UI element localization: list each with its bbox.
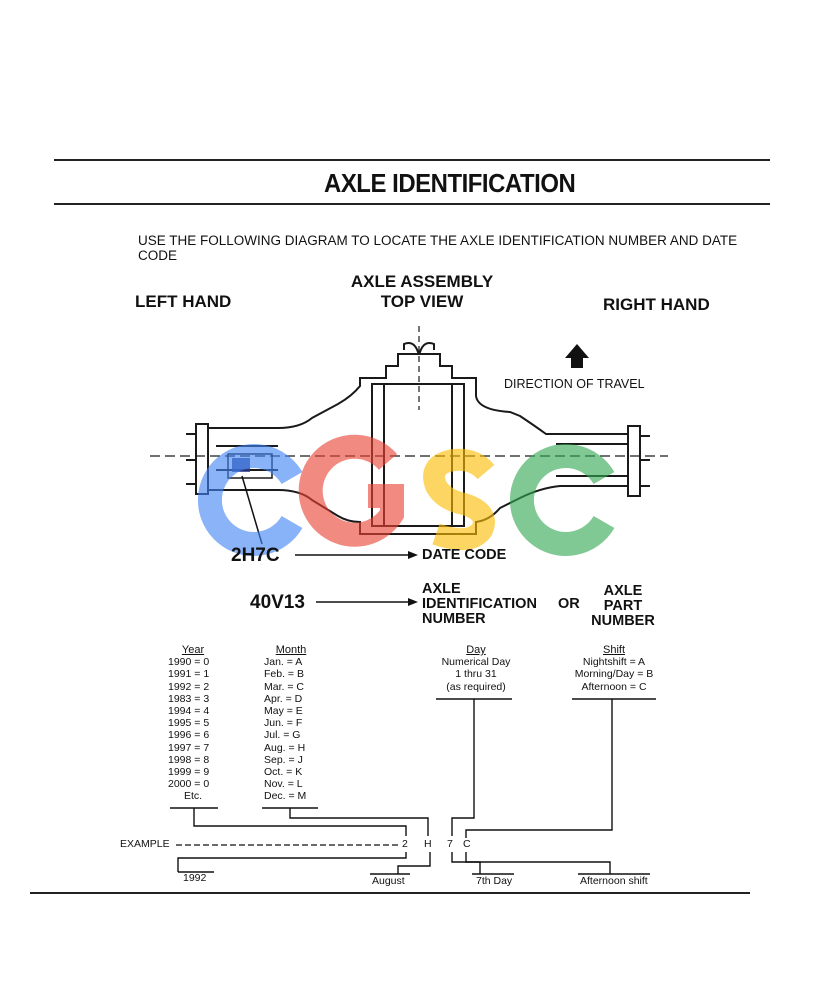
year-entry: 1995 = 5 <box>168 717 210 730</box>
shift-result: Afternoon shift <box>580 875 648 887</box>
id-number-label: AXLE IDENTIFICATION NUMBER <box>422 582 537 627</box>
page-title: AXLE IDENTIFICATION <box>324 168 576 198</box>
year-entry: 1983 = 3 <box>168 692 210 705</box>
shift-entry: Afternoon = C <box>581 680 647 693</box>
month-result-connector <box>397 852 431 874</box>
id-number-value: 40V13 <box>250 592 305 613</box>
year-legend: Year 1990 = 0 1991 = 1 1992 = 2 1983 = 3… <box>168 644 218 803</box>
part-label-line2: PART <box>603 598 643 614</box>
year-result-connector <box>177 852 407 872</box>
housing-top-edge <box>208 353 628 435</box>
month-connector <box>289 808 429 836</box>
view-title: AXLE ASSEMBLY TOP VIEW <box>322 272 522 312</box>
part-label-line3: NUMBER <box>591 613 655 629</box>
watermark-letter-1 <box>197 444 303 556</box>
shift-legend: Shift Nightshift = A Morning/Day = B Aft… <box>564 644 664 693</box>
day-legend: Day Numerical Day 1 thru 31 (as required… <box>424 644 528 693</box>
month-entry: Jan. = A <box>264 656 303 669</box>
date-code-label: DATE CODE <box>422 547 507 563</box>
month-entry: Apr. = D <box>264 692 303 705</box>
watermark <box>197 434 615 556</box>
watermark-letter-4 <box>509 444 615 556</box>
year-entry: 1997 = 7 <box>168 741 210 754</box>
date-code-value: 2H7C <box>231 545 280 566</box>
month-entry: Mar. = C <box>264 680 304 693</box>
top-rule <box>54 159 770 161</box>
year-entry: 1996 = 6 <box>168 729 210 742</box>
id-label-line1: AXLE <box>422 581 461 597</box>
month-entry: May = E <box>264 705 303 718</box>
bottom-rule <box>30 892 750 894</box>
year-entry: 1990 = 0 <box>168 656 210 669</box>
year-entry: Etc. <box>183 790 203 803</box>
year-result: 1992 <box>183 872 207 884</box>
month-entry: Feb. = B <box>264 668 304 681</box>
year-entry: 1998 = 8 <box>168 753 210 766</box>
month-entry: Sep. = J <box>264 753 303 766</box>
day-entry: Numerical Day <box>441 656 511 669</box>
day-header: Day <box>466 644 486 656</box>
shift-connector <box>465 699 613 838</box>
input-yoke <box>403 342 435 353</box>
day-result: 7th Day <box>476 875 513 887</box>
year-entry: 1994 = 4 <box>168 705 210 718</box>
day-entry: 1 thru 31 <box>455 668 497 681</box>
watermark-letter-3 <box>423 448 495 551</box>
left-hand-label: LEFT HAND <box>135 292 232 311</box>
month-entry: Nov. = L <box>264 778 303 791</box>
shift-header: Shift <box>602 644 625 656</box>
direction-label: DIRECTION OF TRAVEL <box>504 377 645 391</box>
month-entry: Aug. = H <box>264 741 306 754</box>
year-header: Year <box>181 644 205 656</box>
right-hand-label: RIGHT HAND <box>603 295 710 314</box>
direction-arrow-icon <box>565 344 589 368</box>
shift-entry: Nightshift = A <box>582 656 646 669</box>
day-entry: (as required) <box>446 680 506 693</box>
example-char-month: H <box>424 838 432 850</box>
watermark-letter-2 <box>298 434 404 547</box>
month-entry: Dec. = M <box>264 790 307 803</box>
shift-result-connector <box>465 852 611 874</box>
month-entry: Oct. = K <box>264 766 303 779</box>
year-connector <box>193 808 407 836</box>
year-entry: 1991 = 1 <box>168 668 210 681</box>
day-connector <box>451 699 475 836</box>
example-char-shift: C <box>463 838 471 850</box>
part-number-label: AXLE PART NUMBER <box>588 584 658 629</box>
month-legend: Month Jan. = A Feb. = B Mar. = C Apr. = … <box>264 644 318 803</box>
example-char-day: 7 <box>447 838 453 850</box>
year-entry: 2000 = 0 <box>168 778 210 791</box>
year-entry: 1992 = 2 <box>168 680 210 693</box>
example-char-year: 2 <box>402 838 408 850</box>
title-underline <box>54 203 770 205</box>
right-flange <box>627 425 641 497</box>
view-title-line2: TOP VIEW <box>380 292 464 311</box>
id-label-line3: NUMBER <box>422 611 486 627</box>
or-label: OR <box>558 596 580 612</box>
shift-entry: Morning/Day = B <box>574 668 654 681</box>
month-entry: Jun. = F <box>264 717 303 730</box>
year-entry: 1999 = 9 <box>168 766 210 779</box>
example-label: EXAMPLE <box>120 838 170 850</box>
month-header: Month <box>275 644 307 656</box>
view-title-line1: AXLE ASSEMBLY <box>350 272 494 291</box>
instructions-text: USE THE FOLLOWING DIAGRAM TO LOCATE THE … <box>138 233 738 263</box>
month-entry: Jul. = G <box>264 729 301 742</box>
id-label-line2: IDENTIFICATION <box>422 596 537 612</box>
part-label-line1: AXLE <box>603 583 643 599</box>
month-result: August <box>372 875 405 887</box>
